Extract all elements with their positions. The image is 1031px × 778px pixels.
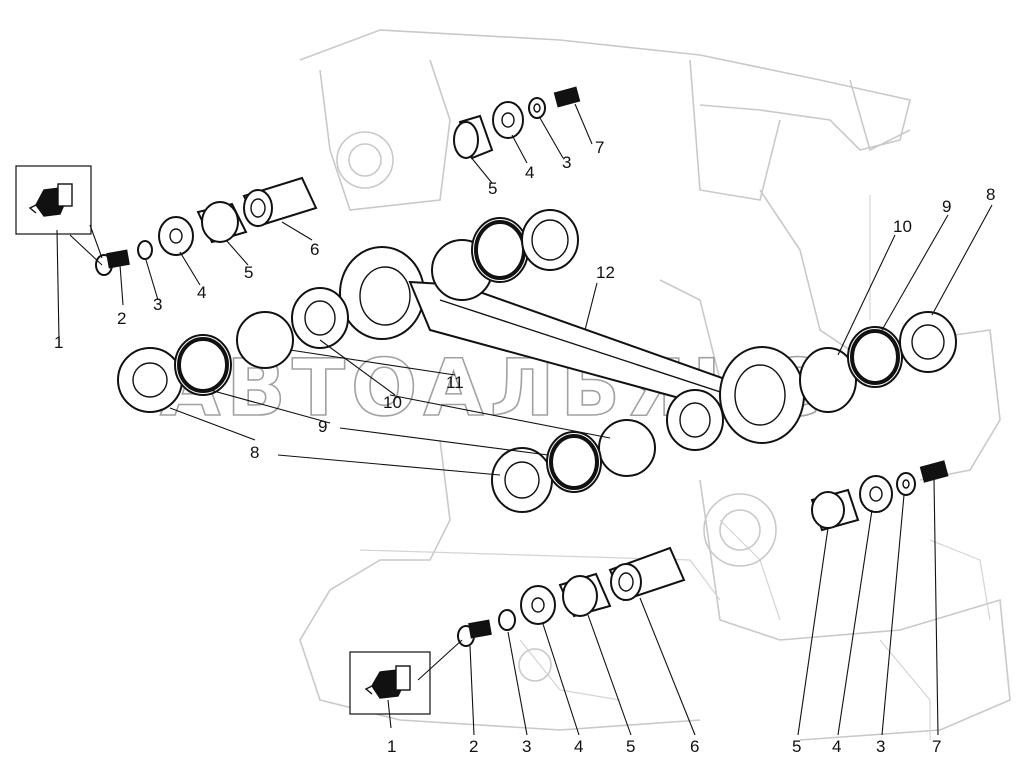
callout-top-4: 4 <box>525 163 534 182</box>
callout-mid-10: 10 <box>383 393 402 412</box>
callout-bottom-2: 2 <box>469 737 478 756</box>
callout-bottom-6: 6 <box>690 737 699 756</box>
callout-bottom-3: 3 <box>522 737 531 756</box>
callout-bottom-3b: 3 <box>876 737 885 756</box>
callout-right-10: 10 <box>893 217 912 236</box>
callout-left-6: 6 <box>310 240 319 259</box>
callout-mid-11: 11 <box>446 373 464 392</box>
top-bushing-group <box>453 86 581 160</box>
callout-labels: 7 3 4 5 1 2 3 4 5 6 12 11 10 9 8 10 9 8 … <box>54 138 995 756</box>
callout-bottom-4: 4 <box>574 737 583 756</box>
callout-bottom-7: 7 <box>932 737 941 756</box>
callout-mid-8: 8 <box>250 443 259 462</box>
callout-mid-9: 9 <box>318 417 327 436</box>
callout-top-7: 7 <box>595 138 604 157</box>
callout-right-8: 8 <box>986 185 995 204</box>
grease-fitting-inset-bottom <box>349 651 431 715</box>
leader-lines <box>56 103 993 736</box>
callout-left-5: 5 <box>244 263 253 282</box>
callout-left-2: 2 <box>117 309 126 328</box>
middle-seal-group <box>491 431 602 513</box>
callout-top-5: 5 <box>488 179 497 198</box>
grease-fitting-inset-top <box>15 165 92 235</box>
lower-bushing-group <box>457 546 686 647</box>
left-seal-group <box>117 334 232 413</box>
callout-mid-12: 12 <box>596 263 615 282</box>
callout-bottom-5: 5 <box>626 737 635 756</box>
callout-left-1: 1 <box>54 333 63 352</box>
callout-top-3: 3 <box>562 153 571 172</box>
callout-left-3: 3 <box>153 295 162 314</box>
lower-right-bushing-group <box>810 460 949 532</box>
callout-bottom-1: 1 <box>387 737 396 756</box>
upper-left-bushing-group <box>95 176 318 276</box>
right-seal-group <box>799 311 957 413</box>
cylinder-shaft-assembly <box>236 209 805 477</box>
callout-right-9: 9 <box>942 197 951 216</box>
callout-left-4: 4 <box>197 283 206 302</box>
callout-bottom-4b: 4 <box>832 737 841 756</box>
callout-bottom-5b: 5 <box>792 737 801 756</box>
